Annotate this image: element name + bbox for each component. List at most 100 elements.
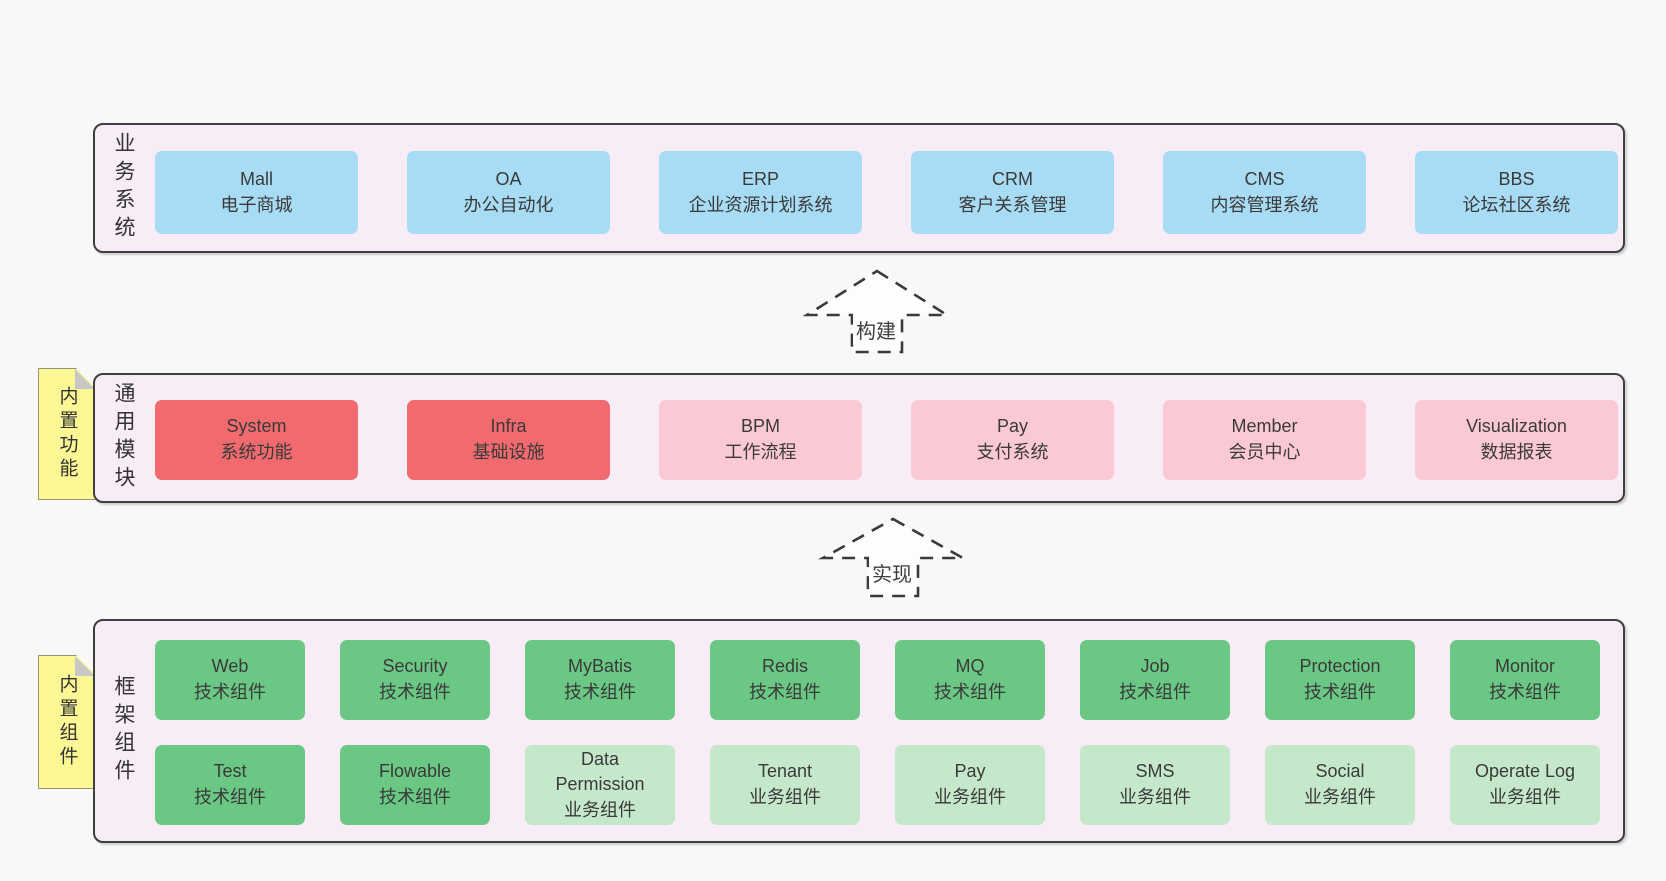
band-common-modules: 通用模块 System 系统功能 Infra 基础设施 BPM 工作流程 Pay… [93,373,1625,503]
box-subtitle: 业务组件 [749,787,821,807]
box-title: Pay [996,416,1029,437]
box-subtitle: 技术组件 [194,787,266,807]
box-subtitle: 业务组件 [934,787,1006,807]
box-tenant: Tenant 业务组件 [710,745,860,825]
box-crm: CRM 客户关系管理 [911,151,1114,234]
box-title: Test [213,761,247,782]
box-subtitle: 基础设施 [472,442,545,462]
box-subtitle: 技术组件 [194,682,266,702]
box-infra: Infra 基础设施 [407,400,610,480]
box-subtitle: 系统功能 [220,442,293,462]
box-title: Flowable [378,761,452,782]
box-monitor: Monitor 技术组件 [1450,640,1600,720]
framework-row-1: Web 技术组件 Security 技术组件 MyBatis 技术组件 Redi… [155,640,1600,720]
box-subtitle: 数据报表 [1480,442,1553,462]
box-member: Member 会员中心 [1163,400,1366,480]
box-title: MQ [955,656,985,677]
box-subtitle: 内容管理系统 [1210,194,1319,215]
box-subtitle: 技术组件 [934,682,1006,702]
box-subtitle: 会员中心 [1228,442,1301,462]
box-title: Pay [954,761,986,782]
box-web: Web 技术组件 [155,640,305,720]
business-boxes-row: Mall 电子商城 OA 办公自动化 ERP 企业资源计划系统 CRM 客户关系… [155,151,1618,234]
box-subtitle: 技术组件 [564,682,636,702]
band-title-framework-components: 框架组件 [112,675,135,787]
box-title: Web [211,656,249,677]
box-oa: OA 办公自动化 [407,151,610,234]
box-title: Visualization [1466,416,1567,437]
box-test: Test 技术组件 [155,745,305,825]
arrow-label-build: 构建 [853,314,899,345]
sticky-note-label: 内置功能 [56,386,78,482]
box-subtitle: 业务组件 [564,799,636,820]
box-job: Job 技术组件 [1080,640,1230,720]
arrow-label-implement: 实现 [869,557,915,588]
box-mall: Mall 电子商城 [155,151,358,234]
box-title: SMS [1135,761,1175,782]
box-title: MyBatis [567,656,632,677]
box-title: Redis [761,656,809,677]
box-title: ERP [741,168,779,189]
box-subtitle: 技术组件 [1489,682,1561,702]
box-title: Protection [1299,656,1381,677]
box-title: Member [1231,416,1298,437]
box-protection: Protection 技术组件 [1265,640,1415,720]
box-cms: CMS 内容管理系统 [1163,151,1366,234]
box-title: BPM [740,416,780,437]
box-title: CRM [992,168,1033,189]
modules-boxes-row: System 系统功能 Infra 基础设施 BPM 工作流程 Pay 支付系统… [155,400,1618,480]
framework-row-2: Test 技术组件 Flowable 技术组件 Data Permission … [155,745,1600,825]
box-redis: Redis 技术组件 [710,640,860,720]
box-sms: SMS 业务组件 [1080,745,1230,825]
box-operate-log: Operate Log 业务组件 [1450,745,1600,825]
box-subtitle: 办公自动化 [463,194,554,215]
box-pay-module: Pay 支付系统 [911,400,1114,480]
box-title: Job [1140,656,1170,677]
box-subtitle: 电子商城 [220,194,293,215]
box-subtitle: 支付系统 [976,442,1049,462]
box-title: Monitor [1494,656,1556,677]
box-bpm: BPM 工作流程 [659,400,862,480]
box-title: Mall [239,168,273,189]
box-title: Data Permission [555,748,645,795]
box-subtitle: 技术组件 [749,682,821,702]
box-title: Security [382,656,448,677]
box-title: Tenant [757,761,813,782]
box-subtitle: 业务组件 [1489,787,1561,807]
box-erp: ERP 企业资源计划系统 [659,151,862,234]
sticky-note-label: 内置组件 [56,674,78,770]
band-title-common-modules: 通用模块 [112,382,135,494]
box-mq: MQ 技术组件 [895,640,1045,720]
band-title-business-systems: 业务系统 [112,132,135,244]
box-subtitle: 论坛社区系统 [1462,194,1571,215]
band-business-systems: 业务系统 Mall 电子商城 OA 办公自动化 ERP 企业资源计划系统 CRM… [93,123,1625,253]
box-subtitle: 技术组件 [1119,682,1191,702]
box-subtitle: 工作流程 [724,442,797,462]
box-social: Social 业务组件 [1265,745,1415,825]
box-subtitle: 技术组件 [1304,682,1376,702]
box-system: System 系统功能 [155,400,358,480]
dashed-up-arrow-build [802,269,952,354]
sticky-note-builtin-features: 内置功能 [38,368,96,500]
sticky-note-builtin-components: 内置组件 [38,655,96,789]
box-title: OA [495,168,522,189]
box-subtitle: 业务组件 [1119,787,1191,807]
box-pay-component: Pay 业务组件 [895,745,1045,825]
band-framework-components: 框架组件 Web 技术组件 Security 技术组件 MyBatis 技术组件… [93,619,1625,843]
box-flowable: Flowable 技术组件 [340,745,490,825]
box-title: Infra [490,416,527,437]
box-data-permission: Data Permission 业务组件 [525,745,675,825]
box-title: Social [1315,761,1365,782]
box-title: System [226,416,287,437]
box-subtitle: 客户关系管理 [958,194,1067,215]
box-mybatis: MyBatis 技术组件 [525,640,675,720]
box-subtitle: 企业资源计划系统 [688,194,833,215]
box-subtitle: 业务组件 [1304,787,1376,807]
box-subtitle: 技术组件 [379,682,451,702]
box-title: Operate Log [1474,761,1576,782]
box-title: BBS [1498,168,1535,189]
box-security: Security 技术组件 [340,640,490,720]
box-bbs: BBS 论坛社区系统 [1415,151,1618,234]
box-subtitle: 技术组件 [379,787,451,807]
